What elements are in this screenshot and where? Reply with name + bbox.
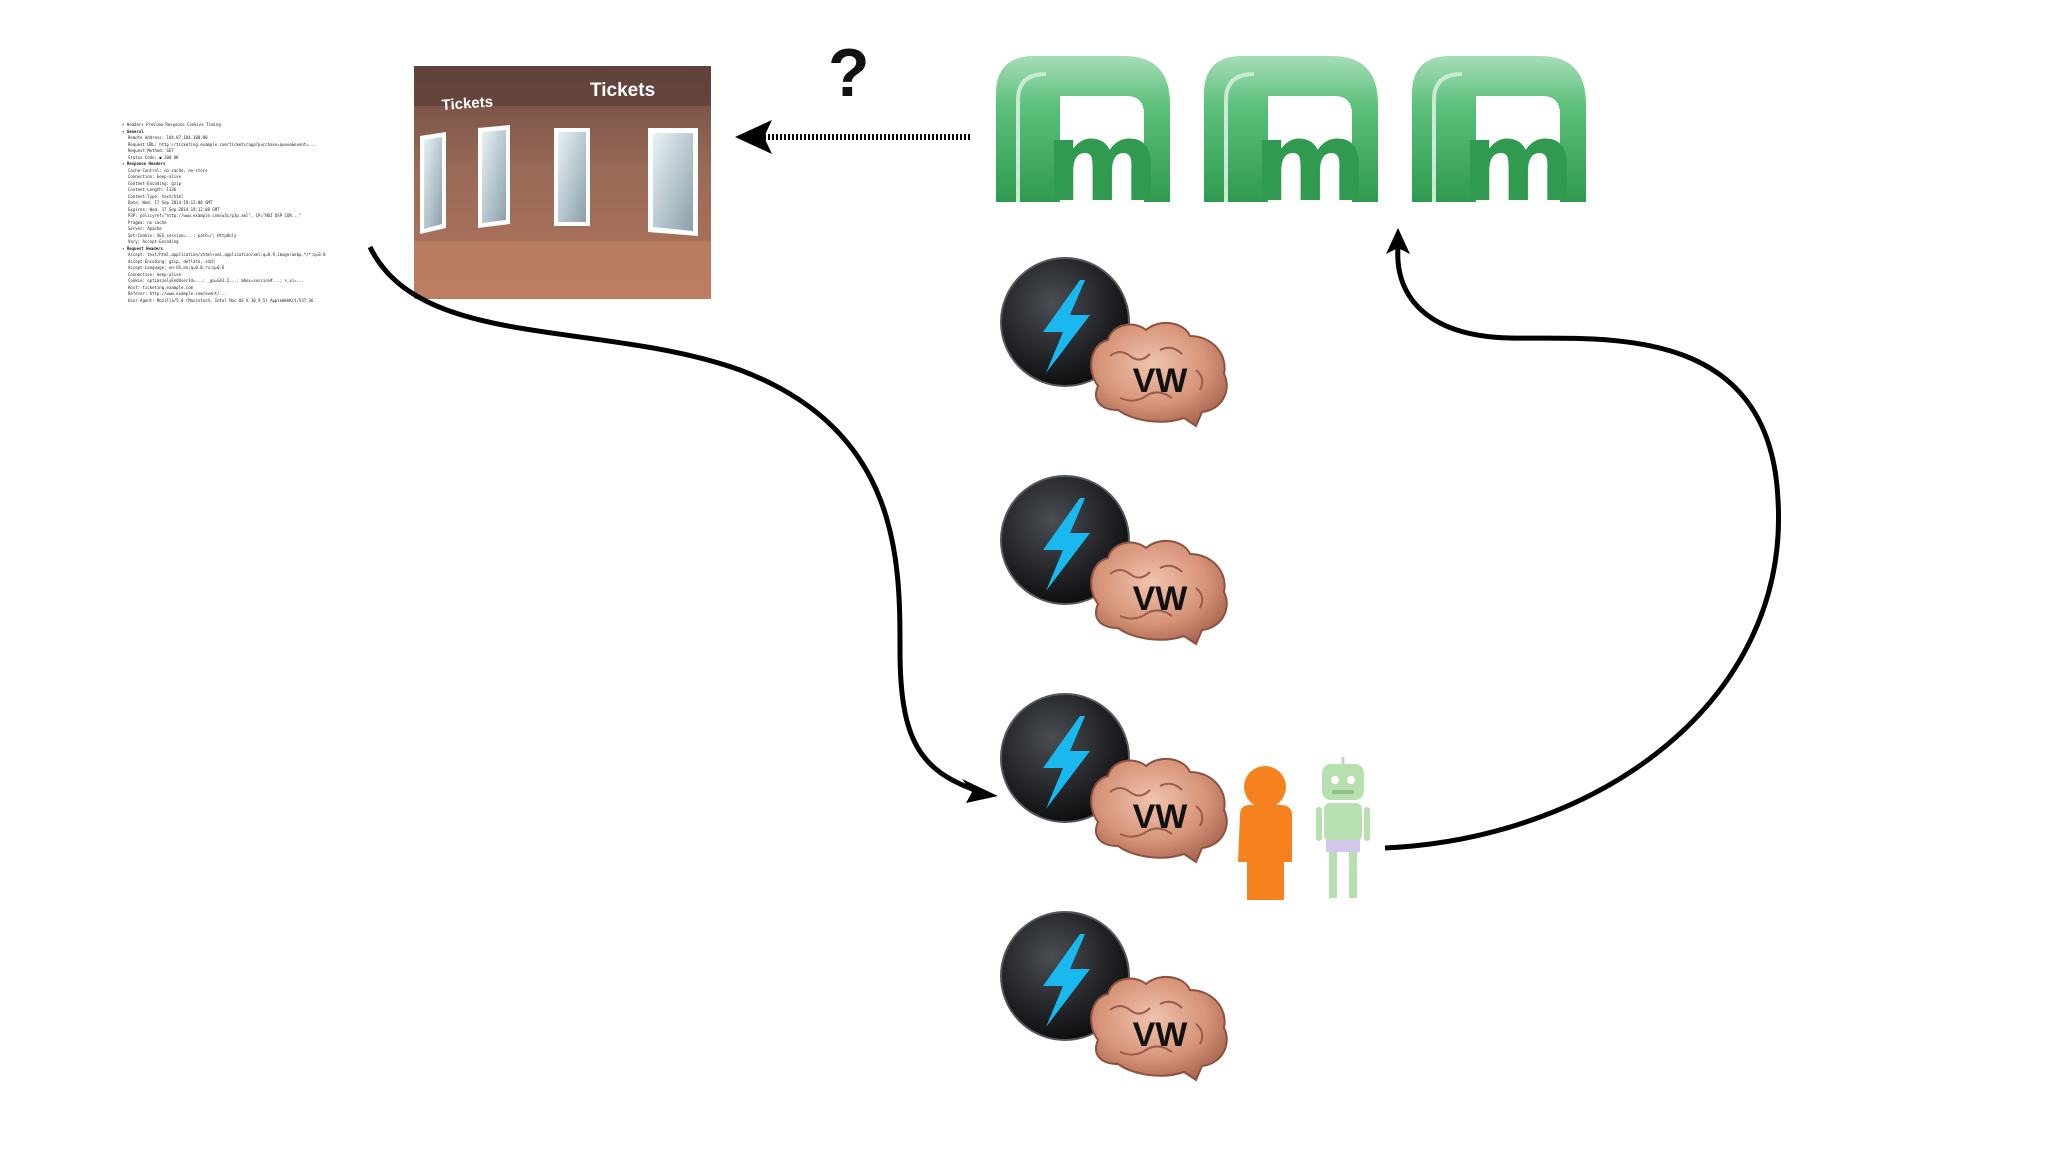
request-headers-panel: × Headers Preview Response Cookies Timin… <box>122 122 348 318</box>
worker: VW <box>1000 475 1228 646</box>
request-header-line: Connection: keep-alive <box>128 271 181 277</box>
request-header-line: Set-Cookie: SES_session=...; path=/; Htt… <box>128 232 237 238</box>
dotted-arrow <box>735 120 970 154</box>
worker: VW <box>1000 911 1228 1082</box>
brain-icon <box>1090 321 1228 428</box>
worker: VW <box>1000 257 1228 428</box>
brain-icon <box>1090 539 1228 646</box>
worker-stack: VW VW VW VW <box>1000 257 1228 1082</box>
request-header-line: Accept-Language: en-US,en;q=0.8,ru;q=0.6 <box>128 265 225 270</box>
worker-label: VW <box>1133 798 1189 836</box>
brain-icon <box>1090 757 1228 864</box>
request-header-line: User-Agent: Mozilla/5.0 (Macintosh; Inte… <box>128 297 314 303</box>
request-headers-section-title: ▾ Response Headers <box>122 161 166 166</box>
logo-letter-m: m <box>1253 98 1368 204</box>
request-header-line: Date: Wed, 17 Sep 2014 19:12:08 GMT <box>128 200 213 205</box>
tickets-sign-left: Tickets <box>441 93 493 114</box>
request-header-line: Content-Length: 1136 <box>128 187 177 192</box>
request-header-line: Expires: Wed, 17 Sep 2014 19:12:08 GMT <box>128 206 220 212</box>
ticket-window <box>648 128 698 236</box>
request-header-line: P3P: policyref="http://www.example.com/w… <box>128 213 302 218</box>
request-header-line: Vary: Accept-Encoding <box>128 239 179 244</box>
request-header-line: Request URL: http://ticketing.example.co… <box>128 141 316 147</box>
worker-label: VW <box>1133 1016 1189 1054</box>
ticket-window <box>420 132 446 234</box>
request-header-line: Cache-Control: no-cache, no-store <box>128 167 208 173</box>
logo-letter-m: m <box>1461 98 1576 204</box>
logo-letter-m: m <box>1045 98 1160 204</box>
logo-arch <box>1412 56 1586 202</box>
worker: VW <box>1000 693 1228 864</box>
person-icon <box>1238 766 1292 900</box>
mmm-logo: m m m <box>996 56 1586 204</box>
request-header-line: Server: Apache <box>128 226 162 231</box>
curved-arrow-to-logo <box>1384 228 1781 851</box>
request-header-line: Remote Address: 104.87.184.180:80 <box>128 135 208 140</box>
logo-arch <box>996 56 1170 202</box>
request-headers-section-title: ▾ Request Headers <box>122 245 163 251</box>
request-header-line: Referer: http://www.example.com/event/..… <box>128 291 227 296</box>
ticket-window <box>478 125 510 228</box>
request-header-line: Content-Type: text/html <box>128 193 184 199</box>
question-mark: ? <box>828 35 870 111</box>
request-header-line: Cookie: optimizelyEndUserId=...; _ga=GA1… <box>128 278 304 283</box>
request-header-line: Connection: keep-alive <box>128 174 181 179</box>
request-headers-section-title: ▾ General <box>122 128 144 134</box>
request-header-line: Pragma: no-cache <box>128 219 167 225</box>
request-header-line: Host: ticketing.example.com <box>128 284 194 290</box>
curved-arrow-to-worker <box>367 245 998 803</box>
request-header-line: Request Method: GET <box>128 148 174 153</box>
request-headers-toolbar: × Headers Preview Response Cookies Timin… <box>122 122 221 127</box>
logo-arch <box>1204 56 1378 202</box>
worker-label: VW <box>1133 362 1189 400</box>
robot-icon <box>1316 757 1370 898</box>
brain-icon <box>1090 975 1228 1082</box>
request-header-line: Accept: text/html,application/xhtml+xml,… <box>128 252 326 257</box>
request-header-line: Accept-Encoding: gzip, deflate, sdch <box>128 258 215 264</box>
worker-label: VW <box>1133 580 1189 618</box>
request-header-line: Status Code: ● 200 OK <box>128 154 179 160</box>
request-header-line: Content-Encoding: gzip <box>128 180 181 186</box>
ticket-windows-photo: Tickets Tickets <box>414 66 711 299</box>
ticket-window <box>554 128 590 226</box>
tickets-sign-right: Tickets <box>590 80 655 101</box>
